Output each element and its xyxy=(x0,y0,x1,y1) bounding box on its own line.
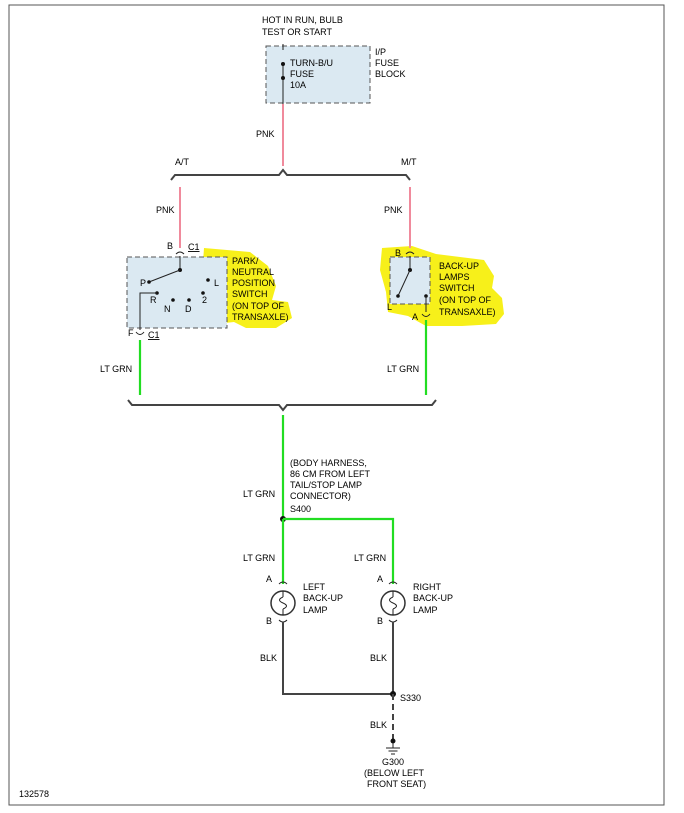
fuse-supply-label: HOT IN RUN, BULB TEST OR START xyxy=(262,15,343,37)
ltgrn-label-right: LT GRN xyxy=(354,553,386,563)
svg-text:TEST OR START: TEST OR START xyxy=(262,27,333,37)
svg-text:HOT IN RUN, BULB: HOT IN RUN, BULB xyxy=(262,15,343,25)
ltgrn-wire-right-lamp xyxy=(283,517,395,584)
svg-text:FRONT SEAT): FRONT SEAT) xyxy=(367,779,426,789)
blk-label-ground: BLK xyxy=(370,720,387,730)
ground-location: (BELOW LEFT FRONT SEAT) xyxy=(364,768,426,789)
bu-switch-label: BACK-UP LAMPS SWITCH (ON TOP OF TRANSAXL… xyxy=(439,261,496,317)
figure-number: 132578 xyxy=(19,789,49,799)
svg-text:2: 2 xyxy=(202,295,207,305)
at-mt-brace xyxy=(170,168,411,181)
pn-pin-b: B xyxy=(167,241,173,251)
svg-text:TRANSAXLE): TRANSAXLE) xyxy=(232,312,289,322)
fuse-label: TURN-B/U FUSE 10A xyxy=(290,58,333,90)
pn-pin-f: F xyxy=(128,328,134,338)
svg-text:R: R xyxy=(150,295,157,305)
fuse-block-label: I/P FUSE BLOCK xyxy=(375,47,406,79)
svg-text:P: P xyxy=(140,278,146,288)
ground-name: G300 xyxy=(382,757,404,767)
svg-text:LAMP: LAMP xyxy=(303,605,328,615)
svg-text:LAMPS: LAMPS xyxy=(439,272,470,282)
ltgrn-label-main: LT GRN xyxy=(243,489,275,499)
pnk-label-trunk: PNK xyxy=(256,129,275,139)
merge-brace xyxy=(127,399,437,412)
svg-text:NEUTRAL: NEUTRAL xyxy=(232,267,274,277)
ground-symbol xyxy=(386,743,400,755)
pn-conn-bottom: C1 xyxy=(148,330,160,340)
svg-text:BACK-UP: BACK-UP xyxy=(303,593,343,603)
svg-text:BACK-UP: BACK-UP xyxy=(439,261,479,271)
svg-text:N: N xyxy=(164,304,171,314)
svg-text:FUSE: FUSE xyxy=(375,58,399,68)
ltgrn-label-left: LT GRN xyxy=(243,553,275,563)
svg-text:BLOCK: BLOCK xyxy=(375,69,406,79)
blk-wire-left xyxy=(282,622,393,695)
bu-switch-blade xyxy=(397,269,411,297)
svg-text:86 CM FROM LEFT: 86 CM FROM LEFT xyxy=(290,469,371,479)
svg-text:I/P: I/P xyxy=(375,47,386,57)
bu-pin-l: L xyxy=(387,302,392,312)
svg-text:10A: 10A xyxy=(290,80,306,90)
blk-label-left: BLK xyxy=(260,653,277,663)
svg-text:PARK/: PARK/ xyxy=(232,256,259,266)
svg-text:LAMP: LAMP xyxy=(413,605,438,615)
svg-text:(ON TOP OF: (ON TOP OF xyxy=(439,295,492,305)
bu-pin-b: B xyxy=(395,248,401,258)
right-lamp-pin-a: A xyxy=(377,574,383,584)
s400-label: S400 xyxy=(290,504,311,514)
svg-text:BACK-UP: BACK-UP xyxy=(413,593,453,603)
right-lamp-pin-b: B xyxy=(377,616,383,626)
svg-text:SWITCH: SWITCH xyxy=(232,289,268,299)
pn-gear-labels: P R N D 2 L xyxy=(140,278,219,314)
ltgrn-label-at: LT GRN xyxy=(100,364,132,374)
svg-text:(ON TOP OF: (ON TOP OF xyxy=(232,301,285,311)
pnk-label-mt: PNK xyxy=(384,205,403,215)
left-lamp-pin-b: B xyxy=(266,616,272,626)
svg-text:TRANSAXLE): TRANSAXLE) xyxy=(439,307,496,317)
diagram-border xyxy=(8,4,665,806)
pn-switch-blade xyxy=(148,269,181,283)
right-lamp-label: RIGHT BACK-UP LAMP xyxy=(413,582,453,615)
s330-label: S330 xyxy=(400,693,421,703)
svg-text:TAIL/STOP LAMP: TAIL/STOP LAMP xyxy=(290,480,362,490)
fuse-block xyxy=(265,45,371,104)
svg-text:FUSE: FUSE xyxy=(290,69,314,79)
svg-text:D: D xyxy=(185,304,192,314)
svg-text:RIGHT: RIGHT xyxy=(413,582,442,592)
svg-text:LEFT: LEFT xyxy=(303,582,326,592)
svg-text:TURN-B/U: TURN-B/U xyxy=(290,58,333,68)
s400-note: (BODY HARNESS, 86 CM FROM LEFT TAIL/STOP… xyxy=(290,458,371,501)
mt-label: M/T xyxy=(401,157,417,167)
pn-switch-label: PARK/ NEUTRAL POSITION SWITCH (ON TOP OF… xyxy=(232,256,289,322)
pnk-label-at: PNK xyxy=(156,205,175,215)
left-lamp-label: LEFT BACK-UP LAMP xyxy=(303,582,343,615)
ltgrn-label-mt: LT GRN xyxy=(387,364,419,374)
blk-label-right: BLK xyxy=(370,653,387,663)
svg-text:CONNECTOR): CONNECTOR) xyxy=(290,491,351,501)
at-label: A/T xyxy=(175,157,190,167)
pn-conn-top: C1 xyxy=(188,242,200,252)
svg-text:(BELOW LEFT: (BELOW LEFT xyxy=(364,768,425,778)
svg-text:(BODY HARNESS,: (BODY HARNESS, xyxy=(290,458,367,468)
svg-text:SWITCH: SWITCH xyxy=(439,283,475,293)
bu-pin-a: A xyxy=(412,312,418,322)
svg-text:POSITION: POSITION xyxy=(232,278,275,288)
svg-text:L: L xyxy=(214,278,219,288)
left-lamp-pin-a: A xyxy=(266,574,272,584)
